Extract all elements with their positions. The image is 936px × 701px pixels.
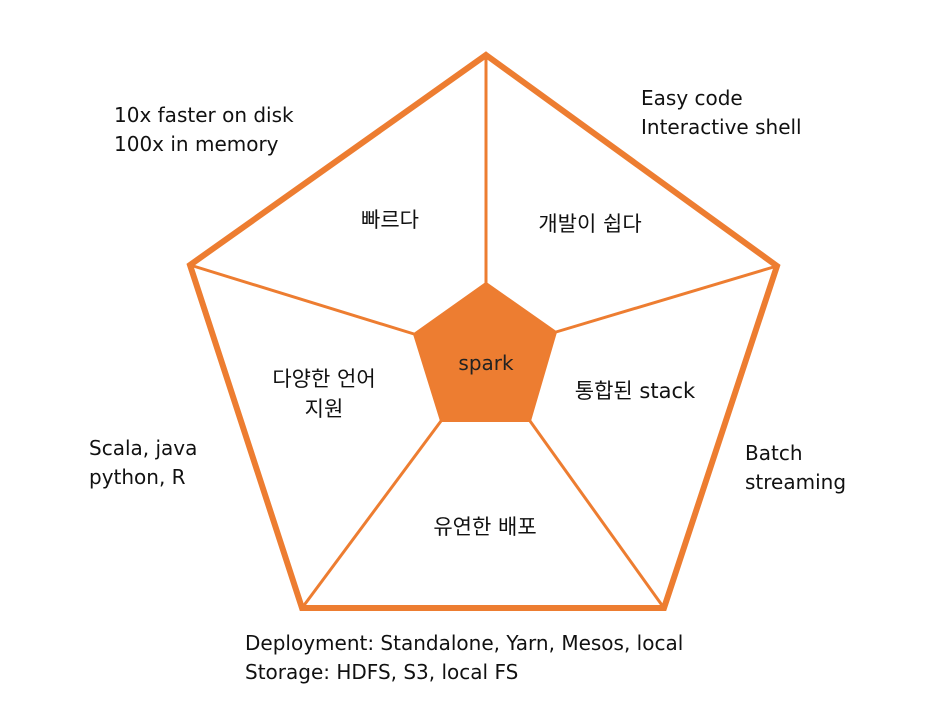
note-easy: Easy code Interactive shell [641, 84, 802, 142]
segment-label-unified: 통합된 stack [555, 376, 715, 406]
note-line: Deployment: Standalone, Yarn, Mesos, loc… [245, 631, 684, 655]
center-label-spark: spark [458, 351, 514, 375]
segment-line: 빠르다 [361, 208, 419, 232]
note-line: Easy code [641, 86, 743, 110]
segment-line: 유연한 배포 [433, 515, 537, 539]
note-line: Interactive shell [641, 115, 802, 139]
note-fast: 10x faster on disk 100x in memory [114, 101, 294, 159]
segment-label-fast: 빠르다 [330, 205, 450, 235]
note-languages: Scala, java python, R [89, 434, 197, 492]
segment-label-easy: 개발이 쉽다 [510, 209, 670, 239]
note-line: streaming [745, 470, 847, 494]
segment-label-deploy: 유연한 배포 [405, 512, 565, 542]
note-line: Batch [745, 441, 803, 465]
segment-line: 다양한 언어 [272, 367, 376, 391]
spoke-bottom-left [300, 420, 443, 609]
spoke-right [555, 264, 778, 334]
note-line: Storage: HDFS, S3, local FS [245, 660, 519, 684]
inner-pentagon [412, 281, 558, 422]
note-deploy: Deployment: Standalone, Yarn, Mesos, loc… [245, 629, 683, 687]
spoke-left [189, 263, 415, 336]
note-line: 100x in memory [114, 132, 279, 156]
spoke-bottom-right [528, 420, 666, 609]
note-unified: Batch streaming [745, 439, 846, 497]
segment-line: 통합된 stack [574, 379, 696, 403]
segment-line: 개발이 쉽다 [538, 212, 642, 236]
note-line: 10x faster on disk [114, 103, 294, 127]
note-line: python, R [89, 465, 186, 489]
segment-label-languages: 다양한 언어 지원 [244, 364, 404, 424]
segment-line: 지원 [304, 397, 344, 421]
note-line: Scala, java [89, 436, 198, 460]
outer-pentagon [186, 51, 781, 611]
